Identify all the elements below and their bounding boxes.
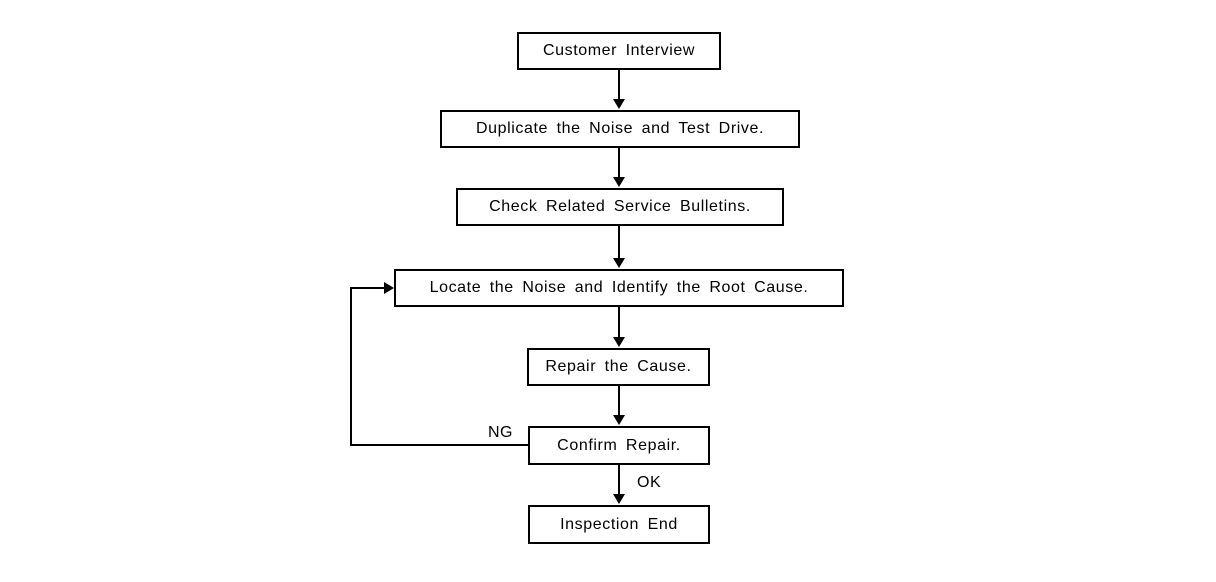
node-confirm-repair[interactable]: Confirm Repair.: [528, 426, 710, 465]
feedback-line-horizontal-top: [350, 287, 388, 289]
node-label: Inspection End: [560, 515, 678, 533]
edge-label-ok: OK: [637, 474, 662, 491]
node-check-bulletins[interactable]: Check Related Service Bulletins.: [456, 188, 784, 226]
node-locate-noise[interactable]: Locate the Noise and Identify the Root C…: [394, 269, 844, 307]
arrowhead-right-icon: [384, 282, 394, 294]
node-label: Locate the Noise and Identify the Root C…: [429, 279, 809, 296]
arrowhead-down-icon: [613, 258, 625, 268]
node-duplicate-noise[interactable]: Duplicate the Noise and Test Drive.: [440, 110, 800, 148]
connector-duplicate-to-bulletins: [618, 148, 620, 180]
arrowhead-down-icon: [613, 415, 625, 425]
node-label: Repair the Cause.: [545, 358, 692, 375]
arrowhead-down-icon: [613, 337, 625, 347]
connector-bulletins-to-locate: [618, 226, 620, 259]
arrowhead-down-icon: [613, 177, 625, 187]
feedback-line-vertical: [350, 287, 352, 446]
arrowhead-down-icon: [613, 99, 625, 109]
node-customer-interview[interactable]: Customer Interview: [517, 32, 721, 70]
connector-locate-to-repair: [618, 307, 620, 338]
node-label: Confirm Repair.: [557, 436, 681, 454]
connector-repair-to-confirm: [618, 386, 620, 418]
feedback-line-horizontal-bottom: [350, 444, 530, 446]
connector-confirm-to-end: [618, 465, 620, 496]
node-inspection-end[interactable]: Inspection End: [528, 505, 710, 544]
node-label: Customer Interview: [542, 42, 696, 59]
arrowhead-down-icon: [613, 494, 625, 504]
edge-label-ng: NG: [488, 424, 513, 441]
node-repair-cause[interactable]: Repair the Cause.: [527, 348, 710, 386]
node-label: Check Related Service Bulletins.: [489, 198, 751, 215]
connector-interview-to-duplicate: [618, 70, 620, 102]
node-label: Duplicate the Noise and Test Drive.: [475, 120, 765, 137]
